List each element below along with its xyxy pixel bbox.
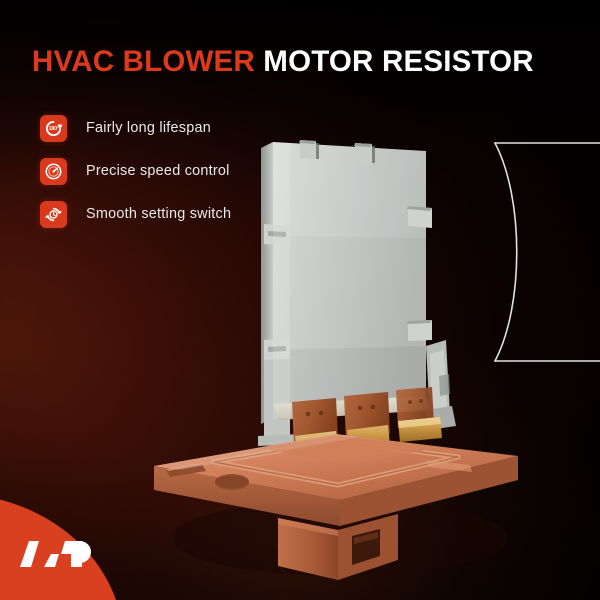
title-plain: MOTOR RESISTOR bbox=[263, 45, 534, 78]
feature-label-speed-control: Precise speed control bbox=[86, 163, 230, 179]
plate-tab-right-lower bbox=[408, 320, 432, 341]
a-premium-logo-mark bbox=[18, 537, 92, 576]
feature-item-speed-control: Precise speed control bbox=[40, 153, 231, 189]
plate-tab-top-right bbox=[355, 143, 372, 163]
brand-logo bbox=[0, 494, 124, 600]
copper-strip-3 bbox=[396, 387, 434, 428]
feature-item-lifespan: 180° Fairly long lifespan bbox=[40, 110, 231, 146]
plate-face bbox=[273, 142, 426, 418]
plate-tab-top-left bbox=[300, 140, 316, 159]
rotate-180-icon: 180° bbox=[40, 114, 67, 142]
feature-label-setting-switch: Smooth setting switch bbox=[86, 206, 232, 222]
speedometer-icon bbox=[40, 157, 67, 185]
base-mounting-slot bbox=[166, 464, 206, 477]
base-inner-deck bbox=[258, 436, 438, 464]
base-front-left-side bbox=[154, 466, 340, 526]
title-accent: HVAC BLOWER bbox=[32, 45, 255, 78]
feature-label-lifespan: Fairly long lifespan bbox=[86, 120, 211, 136]
connector-front bbox=[278, 518, 338, 580]
plastic-mounting-base bbox=[154, 434, 518, 526]
plate-tab-right-upper bbox=[408, 206, 432, 228]
rotate-180-icon-text: 180° bbox=[49, 126, 59, 132]
product-image bbox=[140, 118, 530, 588]
feature-item-setting-switch: Smooth setting switch bbox=[40, 196, 231, 232]
clock-refresh-icon bbox=[40, 200, 67, 228]
feature-list: 180° Fairly long lifespan Precise speed … bbox=[40, 110, 231, 239]
base-front-right-side bbox=[340, 456, 518, 526]
page-title: HVAC BLOWER MOTOR RESISTOR bbox=[32, 47, 534, 77]
plate-foot-left bbox=[264, 359, 290, 446]
connector-housing bbox=[278, 514, 398, 580]
